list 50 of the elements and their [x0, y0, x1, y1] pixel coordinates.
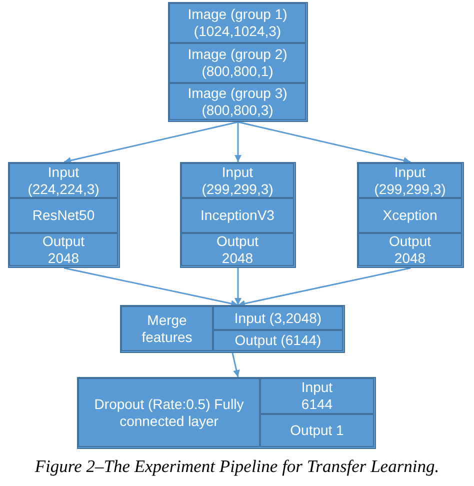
- box-label: InceptionV3: [200, 207, 276, 224]
- arrow: [238, 267, 411, 307]
- process-box: [121, 306, 213, 351]
- process-box: [358, 198, 462, 233]
- box-label: Input (299,299,3): [200, 164, 274, 198]
- process-box: [260, 378, 374, 414]
- process-box: [78, 378, 260, 447]
- arrow: [234, 122, 242, 162]
- box-label: Image (group 3) (800,800,3): [186, 84, 288, 118]
- box-label: Dropout (Rate:0.5) Fully connected layer: [93, 396, 245, 430]
- box-label: Image (group 2) (800,800,1): [186, 46, 288, 80]
- arrow: [238, 121, 411, 164]
- group-box: [120, 305, 345, 353]
- box-label: ResNet50: [31, 207, 96, 224]
- group-box: [77, 377, 376, 449]
- group-box: [168, 2, 308, 122]
- box-label: Output (6144): [234, 332, 322, 349]
- process-box: [169, 3, 306, 43]
- box-label: Output 2048: [41, 232, 86, 266]
- box-label: Output 2048: [388, 232, 432, 266]
- figure-caption: Figure 2–The Experiment Pipeline for Transfer Learning.: [34, 456, 440, 477]
- group-box: [357, 162, 464, 268]
- process-box: [181, 198, 294, 233]
- process-box: [181, 233, 294, 266]
- process-box: [169, 83, 306, 120]
- box-label: Output 2048: [215, 232, 260, 266]
- process-box: [9, 163, 118, 198]
- box-label: Input (299,299,3): [373, 164, 447, 198]
- process-box: [358, 163, 462, 198]
- process-box: [9, 233, 118, 266]
- arrow: [234, 268, 242, 305]
- process-box: [260, 414, 374, 447]
- arrow: [232, 352, 240, 378]
- process-box: [213, 306, 343, 330]
- group-box: [180, 162, 296, 268]
- group-box: [8, 162, 120, 268]
- arrow: [64, 121, 238, 164]
- box-label: Image (group 1) (1024,1024,3): [186, 6, 288, 40]
- process-box: [213, 330, 343, 351]
- box-label: Merge features: [140, 312, 194, 346]
- process-box: [9, 198, 118, 233]
- box-label: Xception: [382, 207, 438, 224]
- process-box: [181, 163, 294, 198]
- arrow: [64, 267, 238, 307]
- process-box: [169, 43, 306, 83]
- box-label: Input (3,2048): [233, 310, 323, 326]
- box-label: Output 1: [289, 422, 345, 439]
- box-label: Input (224,224,3): [26, 164, 100, 198]
- box-label: Input 6144: [300, 379, 334, 413]
- process-box: [358, 233, 462, 266]
